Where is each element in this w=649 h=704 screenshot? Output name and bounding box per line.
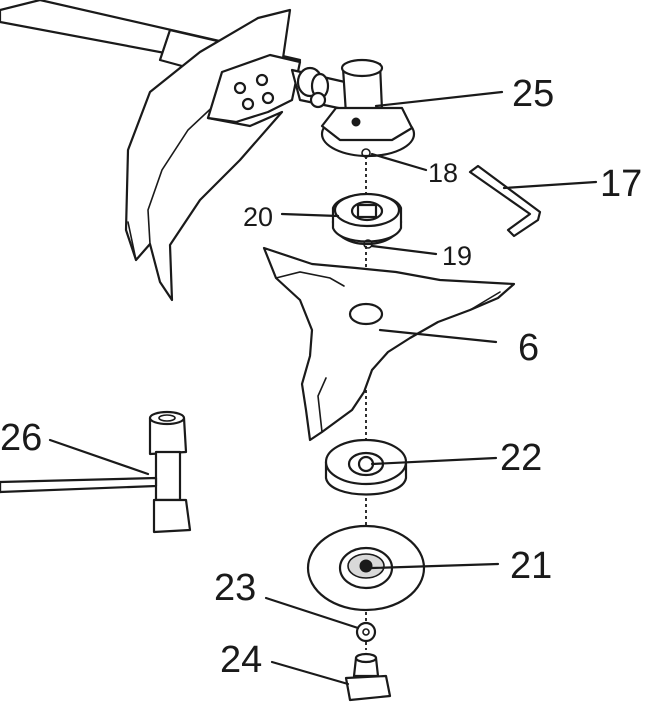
callout-24: 24 xyxy=(220,639,262,681)
blade-nut xyxy=(344,652,392,702)
lock-washer xyxy=(355,621,377,643)
leader-21 xyxy=(370,562,500,570)
callout-22: 22 xyxy=(500,437,542,479)
leader-19 xyxy=(370,244,438,256)
upper-flange xyxy=(331,192,403,249)
callout-26: 26 xyxy=(0,417,42,459)
callout-21: 21 xyxy=(510,545,552,587)
leader-22 xyxy=(370,456,498,466)
gear-head xyxy=(290,58,416,158)
callout-19: 19 xyxy=(442,241,472,271)
leader-17 xyxy=(502,180,598,190)
leader-20 xyxy=(280,212,340,218)
leader-6 xyxy=(378,328,498,344)
callout-17: 17 xyxy=(600,163,642,205)
callout-23: 23 xyxy=(214,567,256,609)
leader-23 xyxy=(264,596,360,630)
callout-18: 18 xyxy=(428,158,458,188)
callout-20: 20 xyxy=(243,202,273,232)
callout-6: 6 xyxy=(518,327,539,369)
hex-key xyxy=(468,164,542,238)
leader-25 xyxy=(374,90,504,108)
cutting-blade xyxy=(262,246,516,442)
leader-24 xyxy=(270,660,350,686)
callout-25: 25 xyxy=(512,73,554,115)
leader-18 xyxy=(370,152,428,172)
leader-26 xyxy=(48,438,150,476)
cup-washer xyxy=(306,524,426,612)
lower-flange xyxy=(324,438,408,496)
combination-wrench xyxy=(0,410,192,534)
